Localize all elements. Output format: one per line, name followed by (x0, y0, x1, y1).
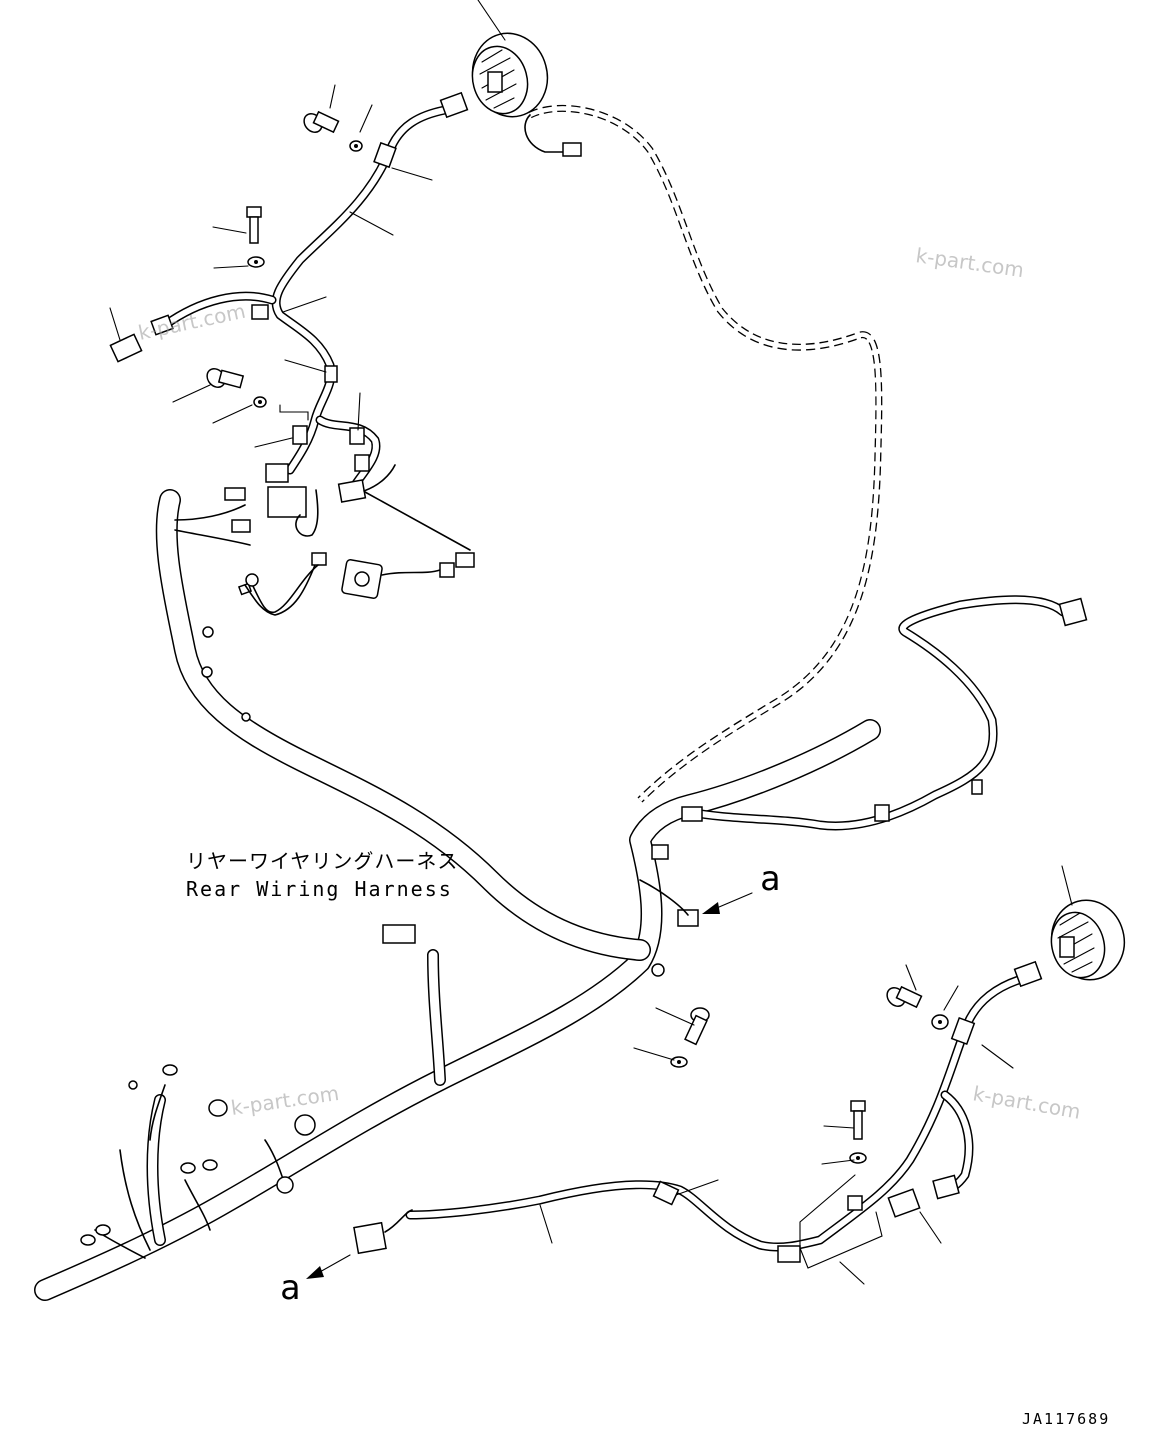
watermark: k-part.com (971, 1081, 1082, 1124)
upper-work-lamp (471, 32, 549, 118)
ref-arrow-bottom (306, 1254, 351, 1279)
harness-connectors-top (224, 487, 327, 616)
upper-hardware (206, 110, 363, 408)
lower-hardware (670, 985, 949, 1164)
harness-terminals-left (80, 582, 416, 1246)
dashed-harness-route (524, 104, 883, 803)
lower-work-lamp (1050, 899, 1126, 981)
ref-label-a-top: a (760, 859, 780, 899)
lower-leader-lines (539, 865, 1073, 1285)
watermark: k-part.com (914, 243, 1025, 282)
main-harness-trunk (34, 489, 881, 1301)
ref-arrow-top (702, 892, 753, 914)
harness-grommets (201, 626, 665, 977)
upper-lamp-cable (109, 91, 469, 537)
lower-lamp-cable (353, 960, 1043, 1263)
watermark: k-part.com (229, 1081, 340, 1120)
harness-label-jp: リヤーワイヤリングハーネス (186, 849, 458, 873)
ref-label-a-bottom: a (280, 1268, 300, 1308)
right-harness-branch (639, 595, 1088, 927)
drawing-number: JA117689 (1022, 1410, 1110, 1428)
ground-cable-assembly (245, 491, 475, 614)
upper-leader-lines (109, 0, 506, 448)
harness-label-en: Rear Wiring Harness (186, 877, 453, 901)
